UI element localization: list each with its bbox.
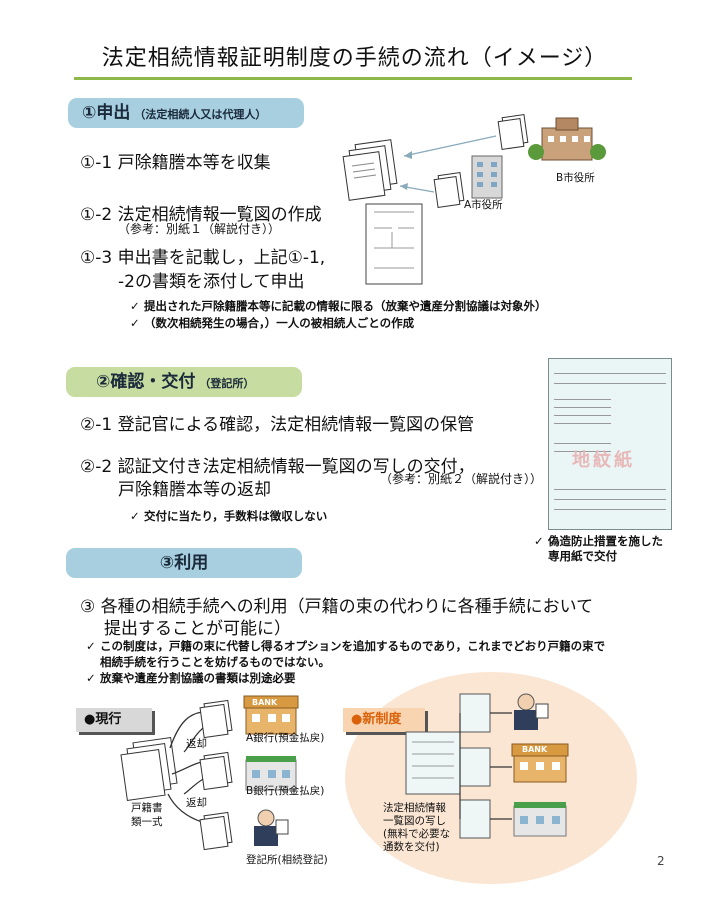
new-system-diagram (405, 693, 569, 839)
section2-header: ②確認・交付（登記所） (66, 367, 302, 397)
section2-note: ✓ 交付に当たり，手数料は徴収しない (130, 508, 327, 524)
document-stack-a-icon (199, 699, 233, 739)
a-city-label: A市役所 (464, 199, 503, 211)
section1-header: ①申出（法定相続人又は代理人） (68, 98, 304, 128)
section2-header-label: ②確認・交付 (96, 372, 196, 392)
step-1-2: ①-2 法定相続情報一覧図の作成 (80, 205, 322, 225)
new-system-background (345, 672, 637, 884)
page-number: 2 (657, 854, 665, 868)
cert-note-line1: ✓ 偽造防止措置を施した (534, 533, 663, 549)
new-system-tag: ●新制度 (343, 708, 425, 732)
registry-label: 登記所(相続登記) (246, 854, 328, 866)
step-2-1: ②-1 登記官による確認，法定相続情報一覧図の保管 (80, 415, 475, 435)
section3-header: ③利用 (66, 548, 302, 578)
b-city-label: B市役所 (556, 172, 595, 184)
bank-new-icon (511, 743, 569, 783)
check-icon: ✓ (130, 509, 140, 523)
check-icon: ✓ (130, 316, 140, 330)
certificate-copy-icon (405, 731, 461, 795)
document-stack-icon (342, 139, 398, 201)
step-2-2-ref: （参考：別紙２（解説付き）） (380, 472, 543, 486)
bank-a-label: A銀行(預金払戻) (246, 732, 325, 744)
section2-header-sub: （登記所） (199, 377, 255, 390)
registry-officer-new-icon (514, 693, 549, 730)
step-1-1: ①-1 戸除籍謄本等を収集 (80, 153, 271, 173)
step-1-3-line2: -2の書類を添付して申出 (118, 272, 305, 292)
bank-a-icon (243, 695, 299, 735)
section3-note-1-line1: ✓ この制度は，戸籍の束に代替し得るオプションを追加するものであり，これまでどおり… (86, 638, 605, 654)
step-1-2-ref: （参考：別紙１（解説付き）） (118, 222, 281, 236)
section3-note-1-line2: 相続手続を行うことを妨げるものではない。 (100, 655, 330, 669)
check-icon: ✓ (86, 639, 96, 653)
new-doc-label-2: 一覧図の写し (383, 815, 446, 827)
section1-note-1-text: 提出された戸除籍謄本等に記載の情報に限る（放棄や遺産分割協議は対象外） (144, 299, 547, 313)
bank-new-2-icon (513, 802, 567, 837)
section2-note-text: 交付に当たり，手数料は徴収しない (144, 509, 328, 523)
check-icon: ✓ (534, 534, 544, 548)
step-2-2-line2: 戸除籍謄本等の返却 (118, 480, 271, 500)
bundle-label-line2: 類一式 (131, 816, 163, 828)
section3-note-2-text: 放棄や遺産分割協議の書類は別途必要 (100, 671, 296, 685)
section3-note-1-line1-text: この制度は，戸籍の束に代替し得るオプションを追加するものであり，これまでどおり戸… (100, 639, 606, 653)
check-icon: ✓ (130, 299, 140, 313)
section3-note-2: ✓ 放棄や遺産分割協議の書類は別途必要 (86, 670, 296, 686)
bundle-label-line1: 戸籍書 (131, 802, 163, 814)
title-underline (74, 77, 632, 80)
cert-note-line1-text: 偽造防止措置を施した (548, 534, 663, 548)
family-tree-document-icon (365, 203, 423, 285)
new-doc-label-3: (無料で必要な (383, 828, 451, 840)
return-label-1: 返却 (186, 738, 207, 750)
watermark-paper-stamp: 地紋紙 (572, 450, 635, 471)
section3-text-line1: ③ 各種の相続手続への利用（戸籍の束の代わりに各種手続において (80, 597, 594, 617)
page-title: 法定相続情報証明制度の手続の流れ（イメージ） (101, 46, 608, 71)
section1-note-1: ✓ 提出された戸除籍謄本等に記載の情報に限る（放棄や遺産分割協議は対象外） (130, 298, 547, 314)
step-2-2-line1: ②-2 認証文付き法定相続情報一覧図の写しの交付， (80, 457, 475, 477)
document-stack-b-icon (199, 751, 233, 791)
section1-header-label: ①申出 (82, 103, 131, 123)
document-stack-a-icon (433, 172, 465, 208)
certificate-copy-icon-1 (459, 693, 491, 733)
certificate-copy-icon-3 (459, 799, 491, 839)
section1-header-sub: （法定相続人又は代理人） (134, 108, 267, 121)
document-stack-registry-icon (199, 811, 233, 851)
step-1-3-line1: ①-3 申出書を記載し，上記①-1, (80, 248, 326, 268)
section1-note-2: ✓ （数次相続発生の場合，）一人の被相続人ごとの作成 (130, 315, 414, 331)
registry-officer-icon (254, 809, 289, 846)
a-city-hall-icon (471, 155, 503, 199)
check-icon: ✓ (86, 671, 96, 685)
collection-illustration (342, 114, 606, 285)
bank-sign-new: BANK (522, 745, 548, 754)
section1-note-2-text: （数次相続発生の場合，）一人の被相続人ごとの作成 (144, 316, 415, 330)
current-system-diagram (120, 695, 299, 851)
document-stack-b-icon (497, 114, 529, 150)
bank-b-label: B銀行(預金払戻) (246, 785, 325, 797)
koseki-bundle-icon (120, 737, 178, 801)
certificate-sample (548, 358, 672, 530)
new-doc-label-4: 通数を交付) (383, 841, 440, 853)
section3-text-line2: 提出することが可能に） (104, 619, 291, 639)
b-city-hall-icon (528, 117, 606, 161)
cert-note-line2: 専用紙で交付 (548, 549, 617, 563)
bank-b-icon (245, 756, 297, 791)
new-doc-label-1: 法定相続情報 (383, 802, 446, 814)
bank-sign-current: BANK (252, 698, 278, 707)
current-system-tag: ●現行 (76, 708, 152, 732)
return-label-2: 返却 (186, 797, 207, 809)
certificate-copy-icon-2 (459, 747, 491, 787)
